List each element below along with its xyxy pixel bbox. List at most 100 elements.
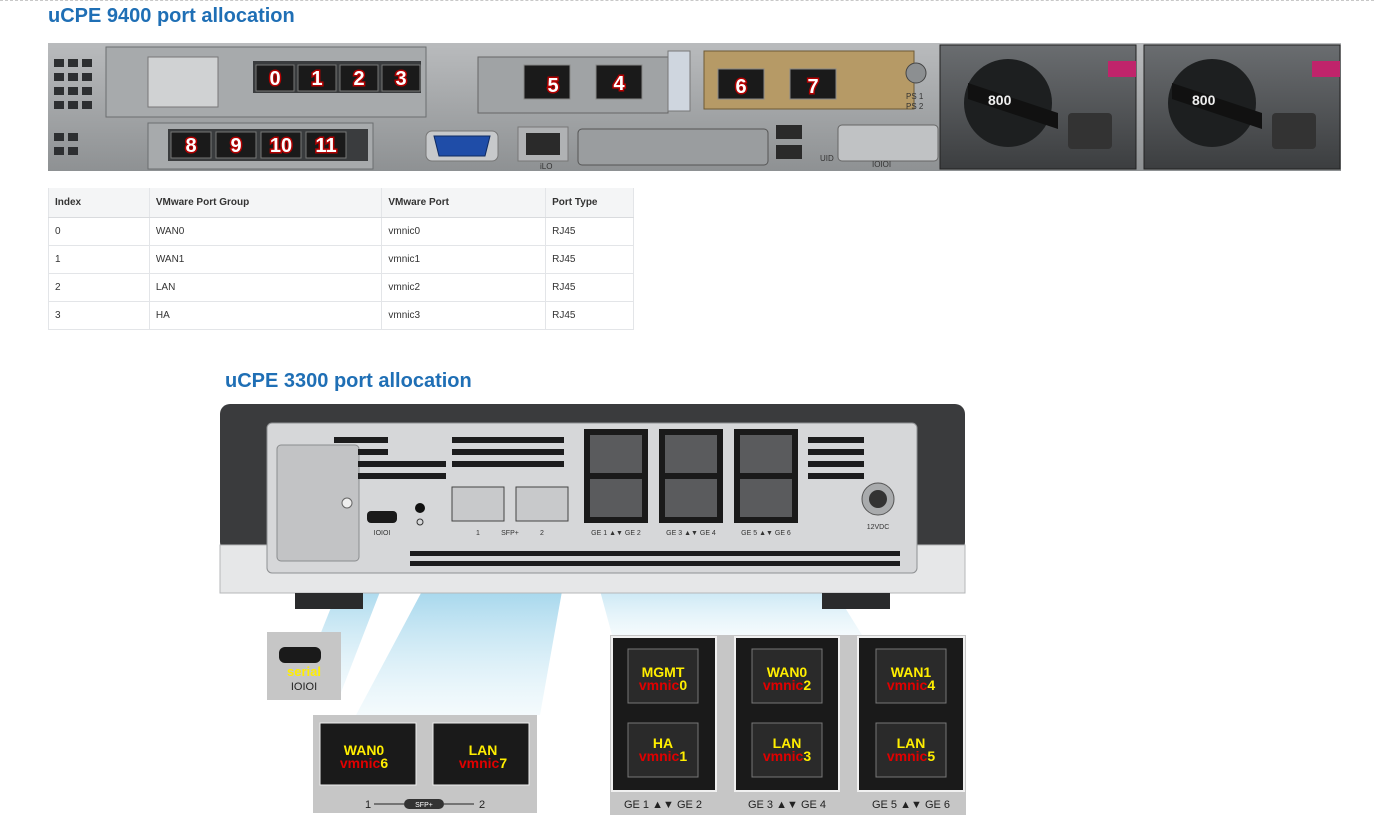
latch	[667, 50, 691, 112]
cell-port: vmnic1	[381, 245, 547, 274]
cell-group: WAN1	[149, 245, 383, 274]
port-nic-lan-b: vmnic5	[887, 748, 935, 764]
server-rear-photo: iLO UID IOIOI PS 1 PS 2 800 800 0 1 2 3 …	[48, 43, 1341, 171]
cell-port: vmnic0	[381, 217, 547, 246]
sfp2-name: LAN	[469, 742, 498, 758]
rj45-port-wan0	[751, 648, 823, 704]
cover-screw	[341, 497, 353, 509]
cell-type: RJ45	[545, 245, 634, 274]
rj45-port-lan-a	[751, 722, 823, 778]
port-9	[215, 131, 257, 159]
top-divider	[0, 0, 1374, 2]
cell-type: RJ45	[545, 217, 634, 246]
table-row: 2 LAN vmnic2 RJ45	[48, 273, 634, 302]
serial-callout-port	[279, 647, 321, 663]
port-badge-1: 1	[311, 68, 322, 90]
sfp-callout-port-2	[432, 722, 530, 786]
sfp-port-2	[515, 486, 569, 522]
port-name-ha: HA	[653, 735, 673, 751]
rj45-port-mgmt	[627, 648, 699, 704]
port-badge-8: 8	[185, 135, 196, 157]
reset-button	[415, 503, 425, 513]
cell-type: RJ45	[545, 273, 634, 302]
device-ge-3-4: GE 3 ▲▼ GE 4	[666, 530, 716, 537]
port-nic-wan1: vmnic4	[887, 677, 935, 693]
header-vmware-port: VMware Port	[381, 188, 547, 218]
table-header-row: Index VMware Port Group VMware Port Port…	[48, 188, 634, 218]
ps2-label: PS 2	[906, 102, 924, 111]
port-8	[170, 131, 212, 159]
ilo-label: iLO	[540, 162, 552, 171]
section-title-3300: uCPE 3300 port allocation	[225, 370, 472, 392]
power-jack-center	[869, 490, 887, 508]
rj45-caption-1: GE 1 ▲▼ GE 2	[624, 799, 702, 811]
port-badge-11: 11	[315, 135, 336, 157]
port-5	[523, 64, 571, 100]
port-badge-10: 10	[270, 135, 292, 157]
ps1-label: PS 1	[906, 92, 924, 101]
port-0	[255, 64, 295, 92]
micro-usb-serial-port	[367, 511, 397, 523]
usb-port-1	[776, 125, 802, 139]
rj45-stack-3	[734, 429, 798, 523]
sfp1-nic: vmnic6	[340, 755, 388, 771]
port-allocation-table: Index VMware Port Group VMware Port Port…	[48, 188, 634, 330]
rj45-port-lan-b	[875, 722, 947, 778]
sfp-port-1	[451, 486, 505, 522]
foot-left	[295, 593, 363, 609]
serial-callout	[267, 632, 341, 700]
rj45-port-ha	[627, 722, 699, 778]
port-name-lan-a: LAN	[773, 735, 802, 751]
sfp-callout-right: 2	[479, 799, 485, 811]
cell-group: LAN	[149, 273, 383, 302]
vent-blocks	[334, 437, 900, 566]
cell-group: WAN0	[149, 217, 383, 246]
appliance-diagram: IOIOI 1 SFP+ 2 GE 1 ▲▼ GE 2 GE 3 ▲▼ GE 4…	[219, 404, 966, 815]
cell-index: 1	[48, 245, 150, 274]
port-nic-ha: vmnic1	[639, 748, 687, 764]
power-icon	[416, 518, 424, 526]
table-row: 1 WAN1 vmnic1 RJ45	[48, 245, 634, 274]
port-nic-lan-a: vmnic3	[763, 748, 811, 764]
port-1	[297, 64, 337, 92]
port-badge-9: 9	[230, 135, 241, 157]
port-badge-2: 2	[353, 68, 364, 90]
device-ge-5-6: GE 5 ▲▼ GE 6	[741, 530, 791, 537]
port-name-lan-b: LAN	[897, 735, 926, 751]
card-label-plate	[147, 56, 219, 108]
port-badge-5: 5	[547, 75, 558, 97]
table-row: 3 HA vmnic3 RJ45	[48, 301, 634, 330]
rj45-stack-1	[584, 429, 648, 523]
power-supply-1: 800	[939, 44, 1137, 170]
port-3	[381, 64, 421, 92]
vga-port	[433, 135, 491, 157]
port-10	[260, 131, 302, 159]
device-ge-1-2: GE 1 ▲▼ GE 2	[591, 530, 641, 537]
rj45-port-wan1	[875, 648, 947, 704]
rj45-stack-2	[659, 429, 723, 523]
cell-type: RJ45	[545, 301, 634, 330]
rj45-caption-3: GE 5 ▲▼ GE 6	[872, 799, 950, 811]
sfp-pill	[404, 799, 444, 809]
left-cover	[276, 444, 360, 562]
sfp1-name: WAN0	[344, 742, 385, 758]
port-4	[595, 64, 643, 100]
cell-port: vmnic2	[381, 273, 547, 302]
port-name-wan1: WAN1	[891, 664, 932, 680]
cell-group: HA	[149, 301, 383, 330]
power-supply-2: 800	[1143, 44, 1341, 170]
port-badge-4: 4	[613, 73, 625, 95]
serial-callout-symbol: IOIOI	[291, 681, 317, 693]
header-port-group: VMware Port Group	[149, 188, 383, 218]
device-sfp-mid: SFP+	[501, 530, 519, 537]
cell-index: 2	[48, 273, 150, 302]
usb-port-2	[776, 145, 802, 159]
serial-port-housing	[837, 124, 939, 162]
sfp-callout-port-1	[319, 722, 417, 786]
psu2-rating: 800	[1192, 92, 1216, 108]
rj45-caption-2: GE 3 ▲▼ GE 4	[748, 799, 826, 811]
port-nic-wan0: vmnic2	[763, 677, 811, 693]
device-serial-label: IOIOI	[374, 530, 391, 537]
port-nic-mgmt: vmnic0	[639, 677, 687, 693]
port-badge-3: 3	[395, 68, 406, 90]
